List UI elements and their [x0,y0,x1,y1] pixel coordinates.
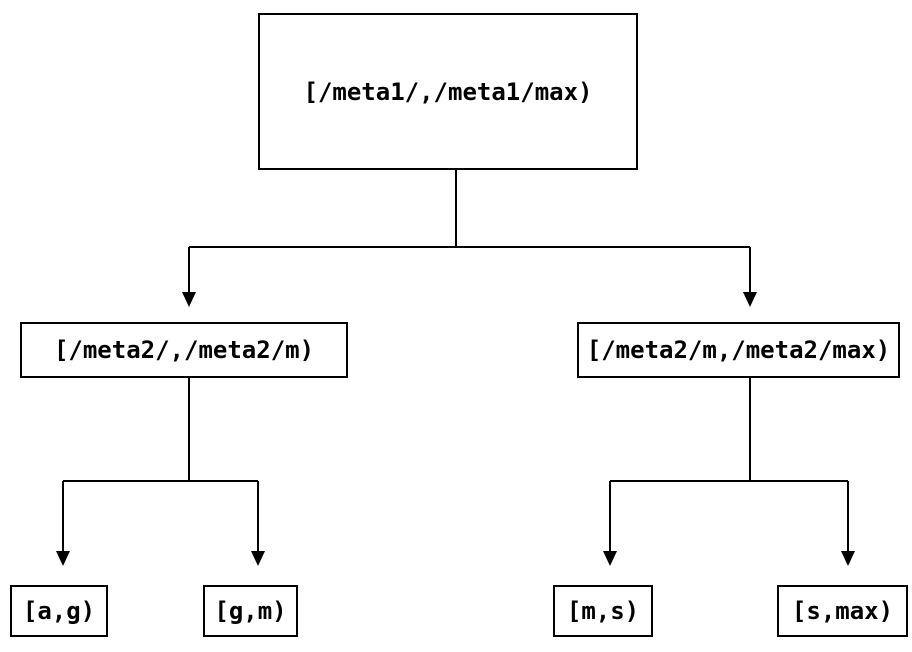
node-label: [/meta1/,/meta1/max) [303,77,593,106]
node-label: [a,g) [22,597,96,625]
arrow-down-icon [743,292,757,307]
leaf-node-m-s: [m,s) [553,585,653,637]
connector-root-to-children [188,170,751,292]
node-root-interval: [/meta1/,/meta1/max) [258,13,638,170]
node-label: [/meta2/,/meta2/m) [53,336,315,364]
node-label: [/meta2/m,/meta2/max) [586,336,891,364]
leaf-node-s-max: [s,max) [777,585,908,637]
arrow-down-icon [56,551,70,566]
node-label: [m,s) [566,597,640,625]
node-label: [s,max) [791,597,894,625]
connector-left-node-to-leaves [62,378,259,551]
node-meta2-right: [/meta2/m,/meta2/max) [577,322,900,378]
leaf-node-g-m: [g,m) [203,585,298,637]
arrow-down-icon [603,551,617,566]
connector-right-node-to-leaves [609,378,849,551]
arrow-down-icon [182,292,196,307]
node-meta2-left: [/meta2/,/meta2/m) [20,322,348,378]
leaf-node-a-g: [a,g) [10,585,108,637]
arrow-down-icon [251,551,265,566]
arrow-down-icon [841,551,855,566]
node-label: [g,m) [214,597,287,625]
